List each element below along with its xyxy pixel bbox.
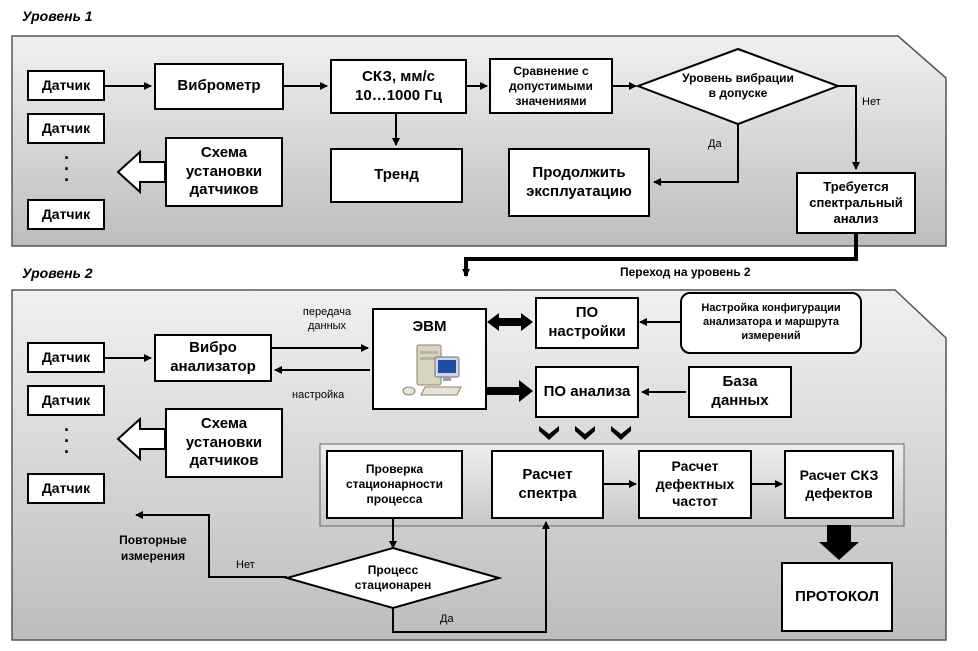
computer-icon xyxy=(402,344,462,396)
vibrometer-box: Виброметр xyxy=(154,63,284,110)
level2-scheme-box: Схема установки датчиков xyxy=(165,408,283,478)
arrow-decision-yes-continue xyxy=(653,124,739,186)
arrow-yes-spectrum xyxy=(392,521,550,633)
check-stationarity-box: Проверка стационарности процесса xyxy=(326,450,463,519)
level1-no-label: Нет xyxy=(862,96,881,108)
arrow-to-protocol xyxy=(819,525,859,560)
settings-label: настройка xyxy=(292,389,345,401)
rms-line-1: СКЗ, мм/с xyxy=(362,67,435,85)
po-settings-box: ПО настройки xyxy=(535,297,639,349)
double-arrow-computer-po-settings xyxy=(487,313,533,331)
level2-yes-label: Да xyxy=(440,613,454,625)
arrow-no-repeat xyxy=(135,511,287,578)
spectral-box: Требуется спектральный анализ xyxy=(796,172,916,234)
level1-yes-label: Да xyxy=(708,138,722,150)
spectrum-box: Расчет спектра xyxy=(491,450,604,519)
trend-box: Тренд xyxy=(330,148,463,203)
level1-scheme-box: Схема установки датчиков xyxy=(165,137,283,207)
chevron-down-icon xyxy=(611,426,631,440)
arrow-level-transition xyxy=(462,233,858,277)
decision-stationary-text: Процесс стационарен xyxy=(354,563,432,592)
computer-box: ЭВМ xyxy=(372,308,487,410)
arrow-decision-no-spectral xyxy=(838,85,860,170)
repeat-label: Повторные измерения xyxy=(119,533,187,563)
data-transfer-label: передача данных xyxy=(302,306,352,333)
ellipsis-dots: ··· xyxy=(64,148,70,190)
continue-box: Продолжить эксплуатацию xyxy=(508,148,650,217)
level2-no-label: Нет xyxy=(236,559,255,571)
transition-label: Переход на уровень 2 xyxy=(620,265,751,279)
config-box: Настройка конфигурации анализатора и мар… xyxy=(680,292,862,354)
decision-vibration-text: Уровень вибрации в допуске xyxy=(682,71,794,100)
ellipsis-dots: ··· xyxy=(64,420,70,462)
protocol-box: ПРОТОКОЛ xyxy=(781,562,893,632)
po-analysis-box: ПО анализа xyxy=(535,366,639,418)
level2-sensor-3: Датчик xyxy=(27,473,105,504)
decision-vibration-diamond xyxy=(635,47,841,126)
arrow-computer-po-analysis xyxy=(487,380,533,402)
decision-stationary-diamond xyxy=(283,546,503,610)
computer-label: ЭВМ xyxy=(412,318,447,335)
level2-sensor-1: Датчик xyxy=(27,342,105,373)
chevron-down-icon xyxy=(575,426,595,440)
level1-title: Уровень 1 xyxy=(22,8,93,24)
level1-sensor-3: Датчик xyxy=(27,199,105,230)
rms-defects-box: Расчет СКЗ дефектов xyxy=(784,450,894,519)
level1-sensor-2: Датчик xyxy=(27,113,105,144)
compare-box: Сравнение с допустимыми значениями xyxy=(489,58,613,114)
database-box: База данных xyxy=(688,366,792,418)
analyzer-box: Вибро анализатор xyxy=(154,334,272,382)
level2-title: Уровень 2 xyxy=(22,265,93,281)
level1-sensor-1: Датчик xyxy=(27,70,105,101)
defect-freq-box: Расчет дефектных частот xyxy=(638,450,752,519)
chevron-down-icon xyxy=(539,426,559,440)
rms-line-2: 10…1000 Гц xyxy=(355,86,442,104)
level2-sensor-2: Датчик xyxy=(27,385,105,416)
rms-box: СКЗ, мм/с 10…1000 Гц xyxy=(330,59,467,114)
